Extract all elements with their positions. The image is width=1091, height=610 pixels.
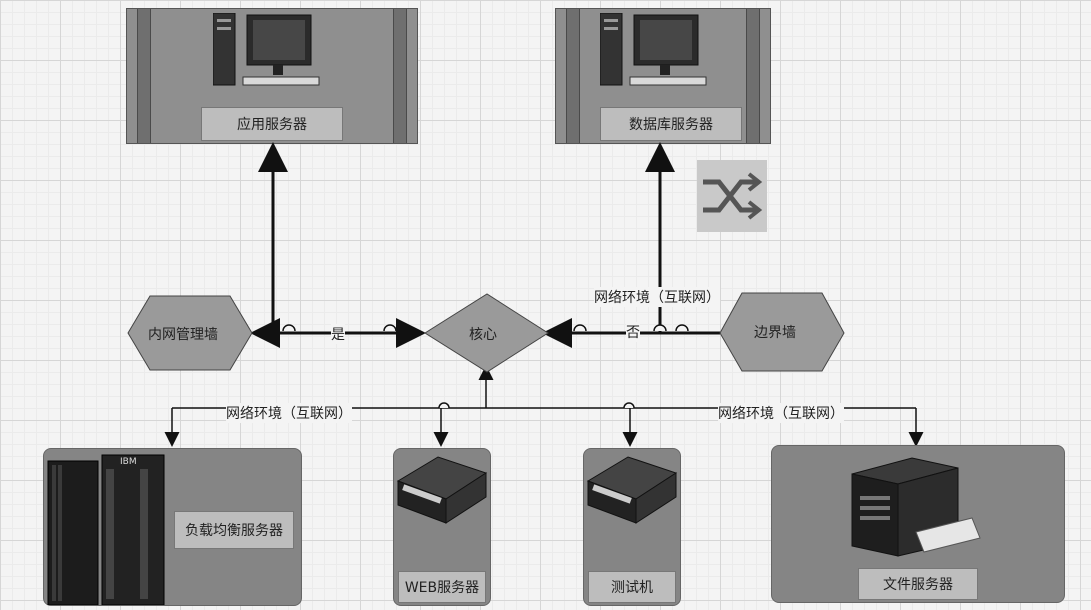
test-machine-card[interactable]: 测试机 <box>583 448 681 606</box>
desktop-computer-icon <box>600 13 707 86</box>
edge-label-internet-left: 网络环境（互联网） <box>226 403 352 423</box>
app-server-box[interactable]: 应用服务器 <box>126 8 418 144</box>
load-balancer-label: 负载均衡服务器 <box>174 511 294 549</box>
edge-label-internet-right: 网络环境（互联网） <box>718 403 844 423</box>
db-server-label: 数据库服务器 <box>600 107 742 141</box>
file-server-icon <box>851 457 981 557</box>
rack-unit-icon <box>396 456 488 524</box>
internal-firewall-label[interactable]: 内网管理墙 <box>148 327 218 343</box>
edge-label-internet-top: 网络环境（互联网） <box>594 287 720 307</box>
internal-firewall-hexagon <box>127 295 253 371</box>
ibm-rack-server-icon <box>47 454 165 605</box>
switch-shuffle-icon <box>697 160 767 232</box>
load-balancer-card[interactable]: IBM 负载均衡服务器 <box>43 448 302 606</box>
db-server-box[interactable]: 数据库服务器 <box>555 8 771 144</box>
ibm-logo: IBM <box>120 457 137 467</box>
web-server-card[interactable]: WEB服务器 <box>393 448 491 606</box>
test-machine-label: 测试机 <box>588 571 676 603</box>
desktop-computer-icon <box>213 13 320 86</box>
file-server-label: 文件服务器 <box>858 568 978 600</box>
core-label[interactable]: 核心 <box>469 327 497 343</box>
border-firewall-hexagon <box>719 292 845 372</box>
border-firewall-label[interactable]: 边界墙 <box>754 325 796 341</box>
edge-label-no: 否 <box>626 322 640 342</box>
web-server-label: WEB服务器 <box>398 571 486 603</box>
app-server-label: 应用服务器 <box>201 107 343 141</box>
edge-label-yes: 是 <box>331 324 345 344</box>
core-diamond <box>424 293 549 373</box>
rack-unit-icon <box>586 456 678 524</box>
file-server-card[interactable]: 文件服务器 <box>771 445 1065 603</box>
